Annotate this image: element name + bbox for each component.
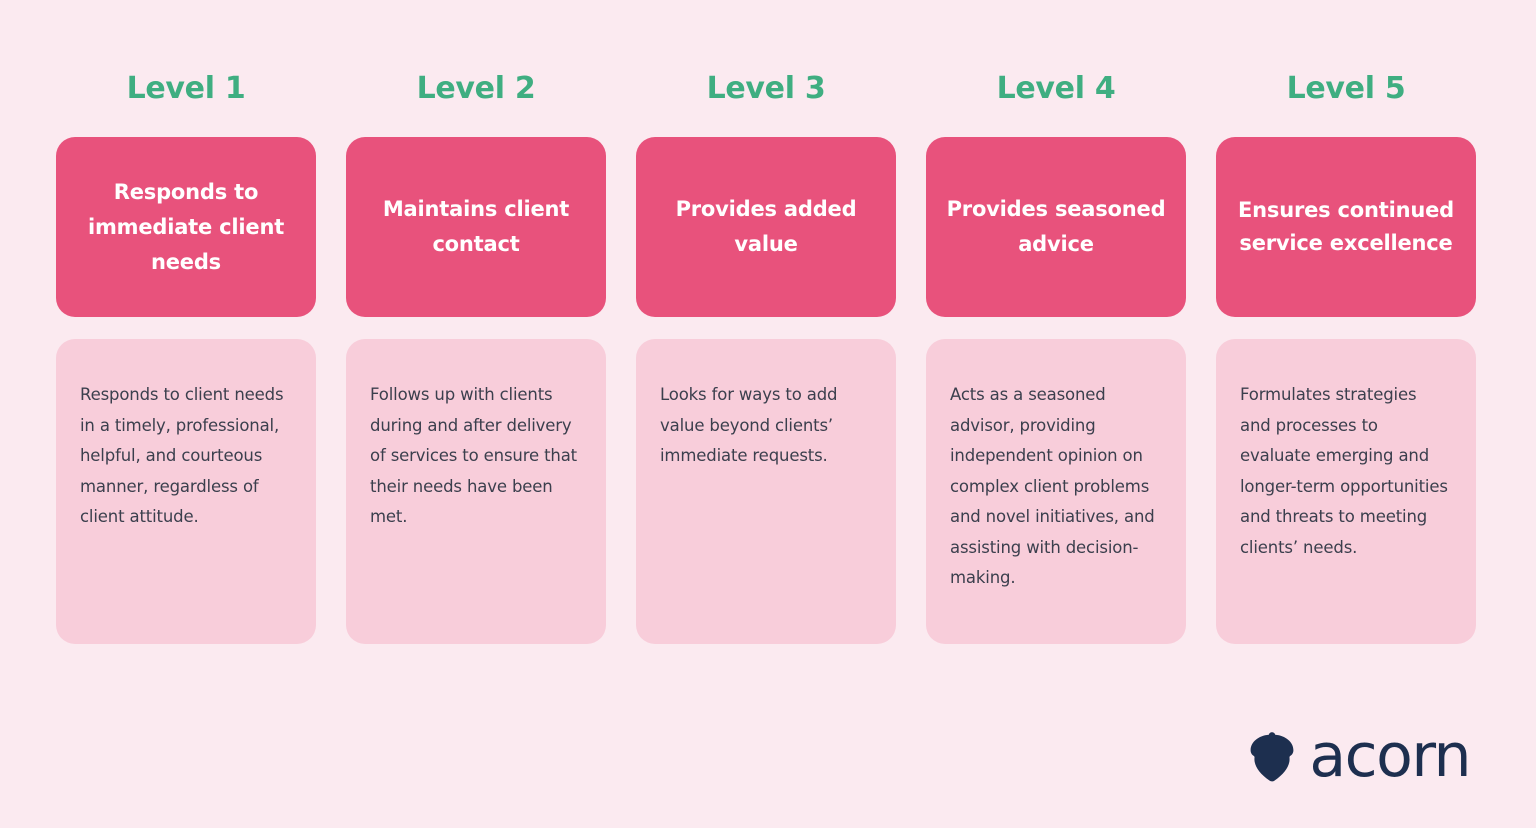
level-description-card-4: Acts as a seasoned advisor, providing in…	[926, 339, 1186, 644]
level-title-text-4: Provides seasoned advice	[946, 197, 1166, 256]
level-description-text-5: Formulates strategies and processes to e…	[1240, 385, 1448, 557]
level-column-5: Level 5 Ensures continued service excell…	[1216, 72, 1476, 644]
level-title-text-2: Maintains client contact	[382, 197, 570, 256]
level-description-text-1: Responds to client needs in a timely, pr…	[80, 385, 284, 526]
level-column-3: Level 3 Provides added value Looks for w…	[636, 72, 896, 644]
level-column-1: Level 1 Responds to immediate client nee…	[56, 72, 316, 644]
level-description-card-3: Looks for ways to add value beyond clien…	[636, 339, 896, 644]
level-heading-5: Level 5	[1286, 71, 1406, 106]
level-column-2: Level 2 Maintains client contact Follows…	[346, 72, 606, 644]
level-description-text-3: Looks for ways to add value beyond clien…	[660, 385, 838, 465]
level-description-text-2: Follows up with clients during and after…	[370, 385, 577, 526]
level-title-card-5: Ensures continued service excellence	[1216, 137, 1476, 317]
acorn-icon	[1250, 732, 1294, 782]
level-title-card-1: Responds to immediate client needs	[56, 137, 316, 317]
level-title-card-4: Provides seasoned advice	[926, 137, 1186, 317]
acorn-logo: acorn	[1249, 721, 1471, 791]
level-heading-2: Level 2	[416, 71, 536, 106]
level-heading-4: Level 4	[996, 71, 1116, 106]
level-title-text-3: Provides added value	[675, 197, 857, 256]
level-title-card-3: Provides added value	[636, 137, 896, 317]
level-heading-3: Level 3	[706, 71, 826, 106]
level-heading-1: Level 1	[126, 71, 246, 106]
level-description-card-2: Follows up with clients during and after…	[346, 339, 606, 644]
level-title-text-1: Responds to immediate client needs	[87, 179, 285, 274]
level-description-card-1: Responds to client needs in a timely, pr…	[56, 339, 316, 644]
acorn-wordmark: acorn	[1309, 721, 1471, 791]
level-title-card-2: Maintains client contact	[346, 137, 606, 317]
levels-grid: Level 1 Responds to immediate client nee…	[56, 72, 1482, 644]
level-description-text-4: Acts as a seasoned advisor, providing in…	[950, 385, 1155, 587]
level-title-text-5: Ensures continued service excellence	[1238, 198, 1454, 255]
level-column-4: Level 4 Provides seasoned advice Acts as…	[926, 72, 1186, 644]
level-description-card-5: Formulates strategies and processes to e…	[1216, 339, 1476, 644]
